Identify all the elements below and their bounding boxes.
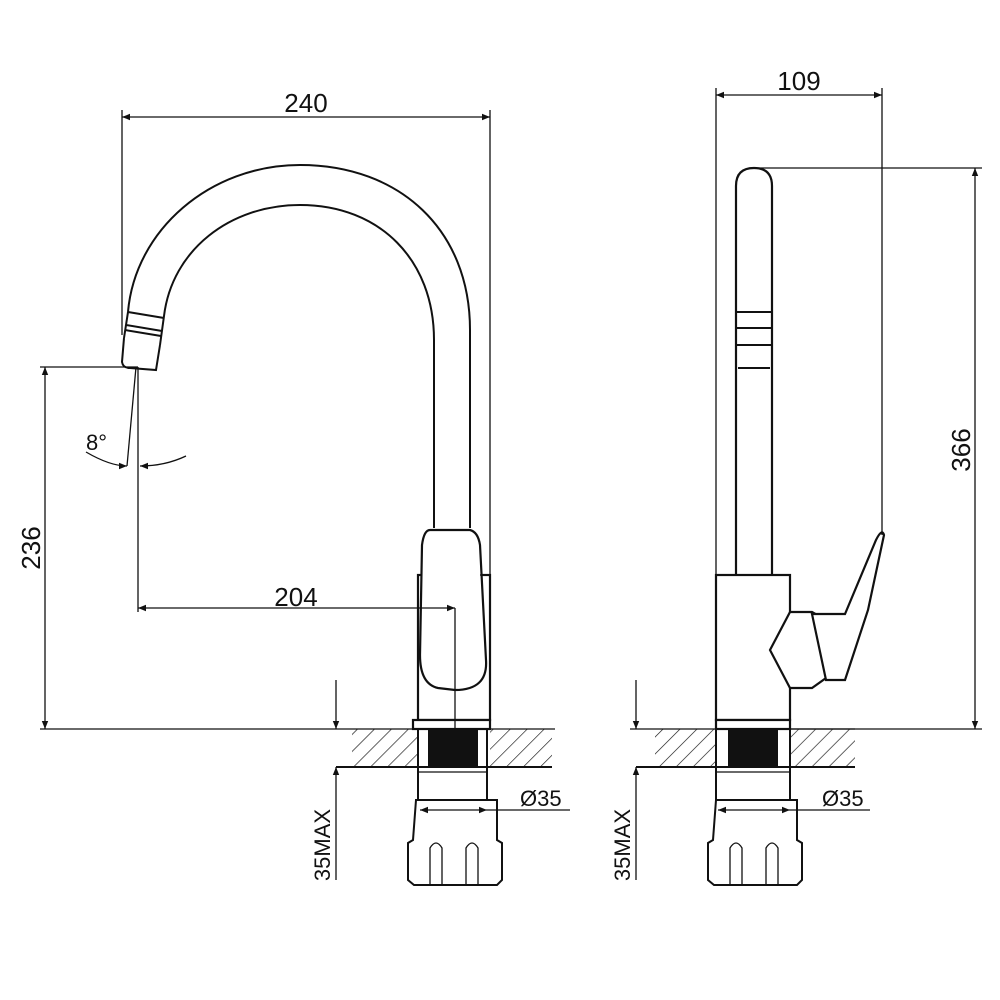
dim-reach-204: 204 <box>274 582 317 612</box>
dim-diameter-35: Ø35 <box>520 786 562 811</box>
spout-inner <box>159 203 435 528</box>
spout-tube <box>734 166 774 575</box>
front-view: 240 236 204 8° 35MAX Ø35 <box>16 88 570 886</box>
dim-diameter-35: Ø35 <box>822 786 864 811</box>
dim-angle-8: 8° <box>86 430 107 455</box>
handle <box>418 528 488 692</box>
aerator <box>120 311 165 372</box>
aerator-ring <box>736 311 772 369</box>
mounting-nut <box>707 799 803 886</box>
counter-hatch-left <box>655 729 716 767</box>
mounting-nut <box>407 799 503 886</box>
base-flange <box>714 718 792 731</box>
dim-height-236: 236 <box>16 526 46 569</box>
counter-hatch-left <box>352 729 418 767</box>
dim-counter-35max: 35MAX <box>610 809 635 881</box>
dim-counter-35max: 35MAX <box>310 809 335 881</box>
thread-rod <box>728 729 778 766</box>
dim-height-366: 366 <box>946 428 976 471</box>
dim-depth-109: 109 <box>777 66 820 96</box>
handle-lever <box>810 531 886 682</box>
thread-rod <box>428 729 478 766</box>
base-flange <box>411 718 492 731</box>
dim-width-240: 240 <box>284 88 327 118</box>
side-view: 109 366 35MAX Ø35 <box>610 66 982 886</box>
counter-hatch-right <box>790 729 855 767</box>
counter-hatch-right <box>490 729 552 767</box>
spout-outer <box>123 163 471 528</box>
